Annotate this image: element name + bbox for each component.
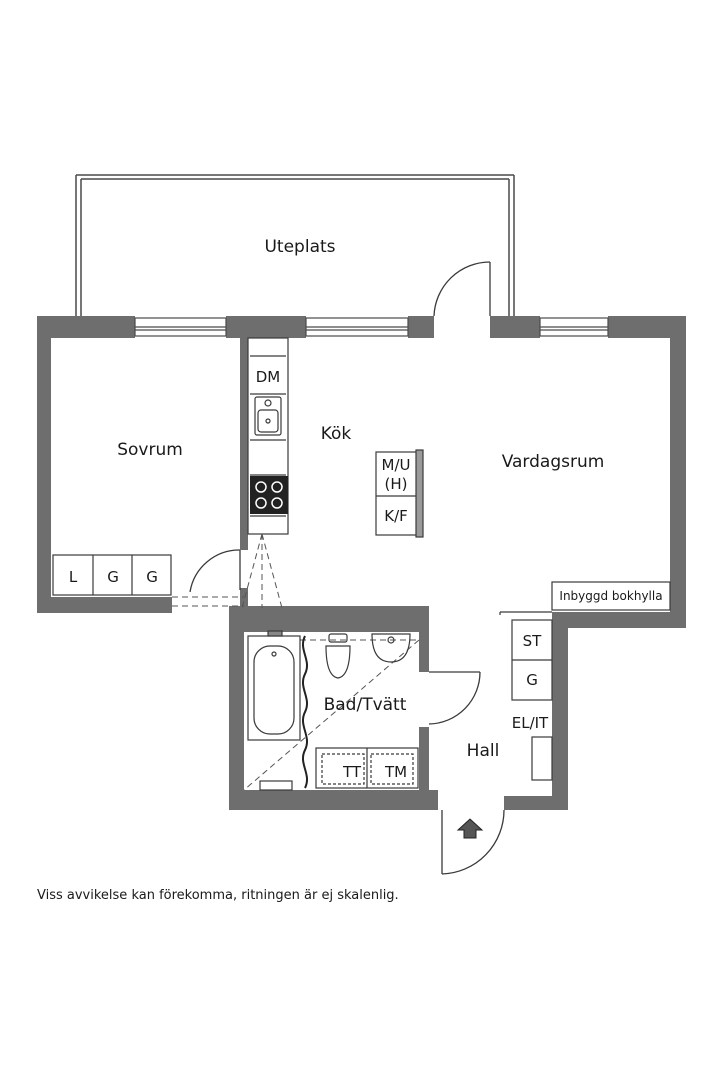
kitchen-sink-icon [254,396,282,436]
fixture-label-h: (H) [385,475,408,493]
entrance-door [441,809,505,875]
fixture-label-mu: M/U [382,456,411,474]
toilet-icon [325,633,351,679]
wardrobe-label-g2: G [146,568,158,586]
kitchen-counter [247,337,289,535]
fixture-label-tm: TM [384,763,407,781]
floor-drain [259,780,293,791]
room-label-bad-tvatt: Bad/Tvätt [324,695,407,715]
washbasin-icon [371,633,411,663]
bedroom-wardrobes [52,554,172,596]
balcony-outline [75,174,515,316]
island-counter [375,449,424,538]
room-label-vardagsrum: Vardagsrum [502,452,605,472]
entrance-arrow-icon [456,818,484,839]
bathtub-icon [247,630,301,741]
bedroom-door [189,549,241,593]
hall-storage [511,619,553,781]
fixture-label-tt: TT [342,763,362,781]
storage-label-st: ST [523,632,543,650]
wardrobe-label-l: L [69,568,78,586]
room-label-kok: Kök [321,424,352,444]
bookshelf-label: Inbyggd bokhylla [559,589,662,603]
storage-label-g: G [526,671,538,689]
disclaimer-text: Viss avvikelse kan förekomma, ritningen … [37,888,399,903]
room-label-uteplats: Uteplats [264,237,335,257]
walls [37,316,686,810]
fixture-label-dm: DM [256,368,281,386]
room-label-hall: Hall [467,741,500,761]
shower-curtain [302,635,308,789]
bookshelf [499,581,671,615]
fixture-label-kf: K/F [384,507,408,525]
wardrobe-label-g1: G [107,568,119,586]
windows [134,317,609,337]
washer-dryer [315,747,419,789]
balcony-door [433,261,491,317]
bathroom-door [428,671,481,725]
room-label-sovrum: Sovrum [117,440,183,460]
dashed-lines [172,533,420,791]
fixture-label-el-it: EL/IT [512,714,549,732]
stove-icon [250,476,288,514]
